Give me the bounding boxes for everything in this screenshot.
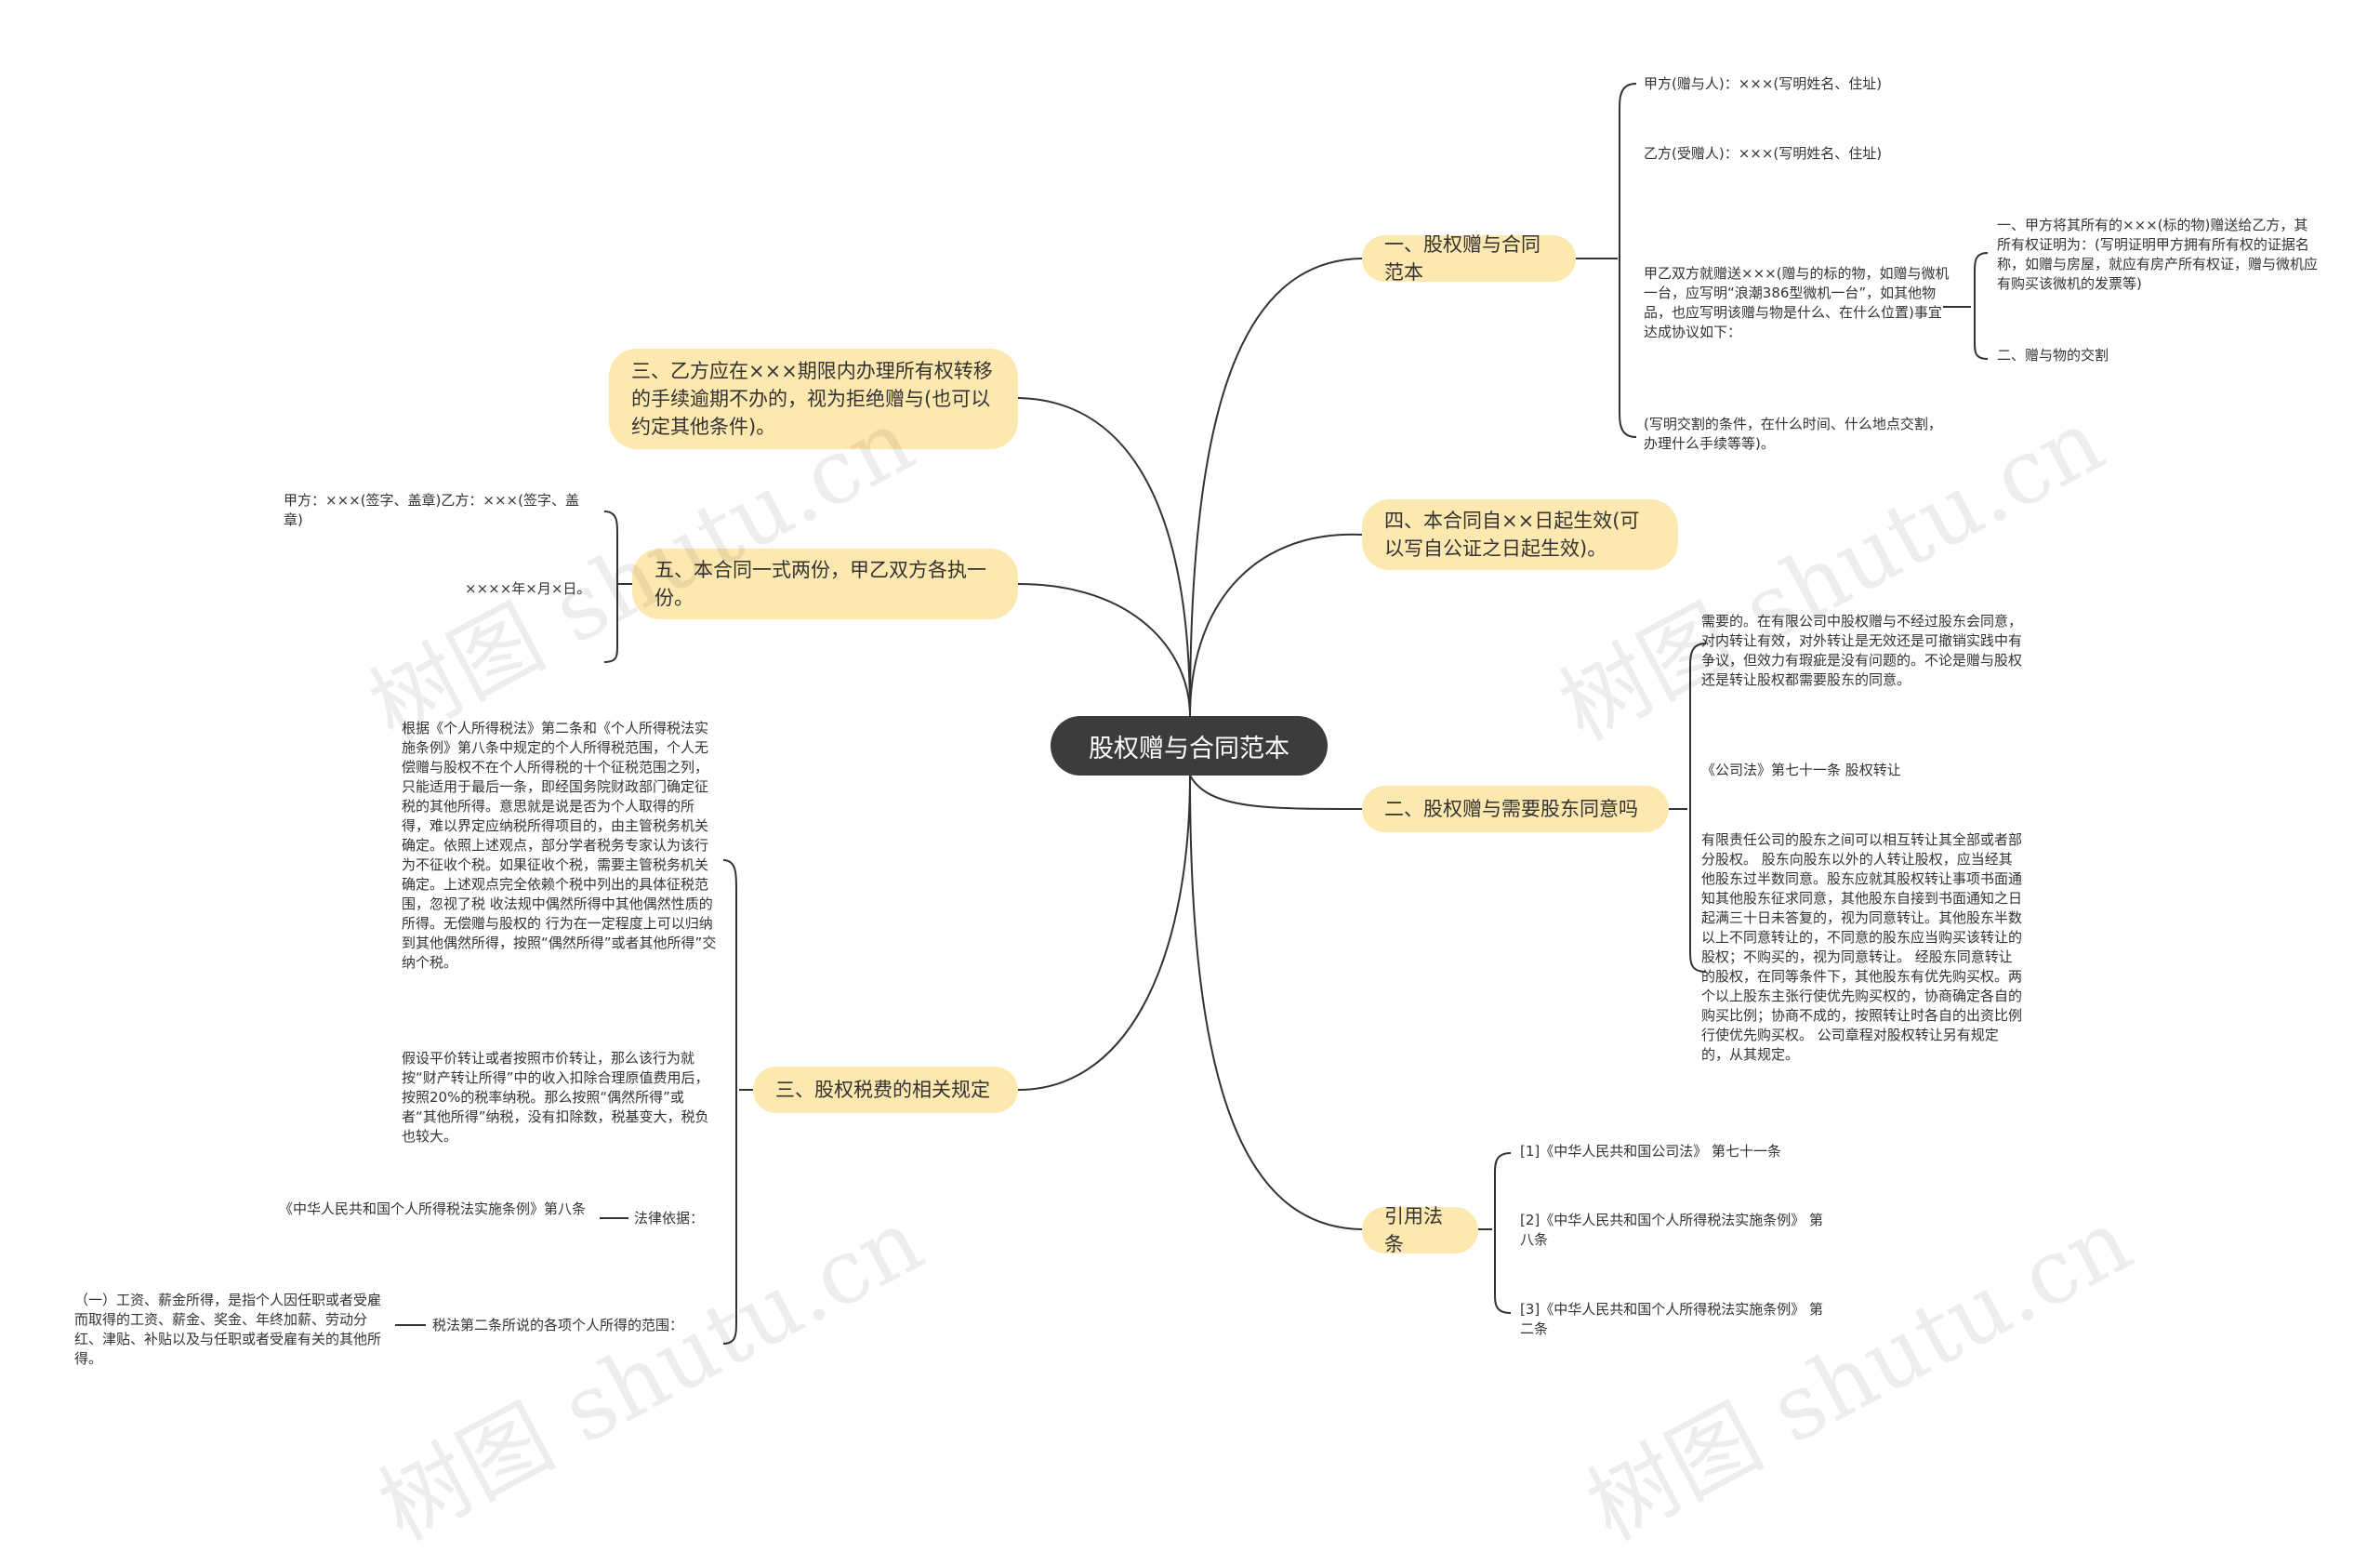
root-topic[interactable]: 股权赠与合同范本 xyxy=(1051,716,1328,776)
leaf-cite-1: [1]《中华人民共和国公司法》 第七十一条 xyxy=(1520,1143,1782,1160)
bracket-b7 xyxy=(722,859,737,1345)
branch-cited-law[interactable]: 引用法条 xyxy=(1362,1205,1478,1255)
leaf-cite-3: [3]《中华人民共和国个人所得税法实施条例》 第二条 xyxy=(1520,1301,1824,1337)
leaf-legal-basis: 法律依据： xyxy=(634,1210,705,1227)
bracket-b3 xyxy=(1689,643,1707,973)
branch-shareholder-consent[interactable]: 二、股权赠与需要股东同意吗 xyxy=(1362,786,1669,832)
branch-tax-rules[interactable]: 三、股权税费的相关规定 xyxy=(753,1067,1018,1113)
branch-effective-date[interactable]: 四、本合同自××日起生效(可以写自公证之日起生效)。 xyxy=(1362,499,1678,570)
leaf-tax-transfer: 假设平价转让或者按照市价转让，那么该行为就按“财产转让所得”中的收入扣除合理原值… xyxy=(402,1050,709,1145)
leaf-tax-regulation: 《中华人民共和国个人所得税法实施条例》第八条 xyxy=(279,1200,587,1217)
edge-root-b6 xyxy=(1017,583,1191,717)
leaf-delivery-terms: (写明交割的条件，在什么时间、什么地点交割，办理什么手续等等)。 xyxy=(1644,416,1942,452)
leaf-company-law-71: 《公司法》第七十一条 股权转让 xyxy=(1701,762,1901,778)
leaf-cite-2: [2]《中华人民共和国个人所得税法实施条例》 第八条 xyxy=(1520,1212,1824,1248)
edge-root-b4 xyxy=(1189,775,1363,1230)
leaf-transfer-rules: 有限责任公司的股东之间可以相互转让其全部或者部分股权。 股东向股东以外的人转让股… xyxy=(1701,831,2023,1063)
leaf-income-scope: 税法第二条所说的各项个人所得的范围： xyxy=(432,1317,684,1333)
leaf-date: ××××年×月×日。 xyxy=(465,580,591,597)
edge-root-b2 xyxy=(1189,533,1363,717)
leaf-delivery: 二、赠与物的交割 xyxy=(1997,347,2109,364)
leaf-consent-needed: 需要的。在有限公司中股权赠与不经过股东会同意，对内转让有效，对外转让是无效还是可… xyxy=(1701,613,2023,688)
edge-root-b7 xyxy=(1017,775,1191,1091)
leaf-party-a: 甲方(赠与人)：×××(写明姓名、住址) xyxy=(1644,75,1883,92)
leaf-wages: （一）工资、薪金所得，是指个人因任职或者受雇而取得的工资、薪金、奖金、年终加薪、… xyxy=(74,1292,382,1367)
leaf-agreement: 甲乙双方就赠送×××(赠与的标的物，如赠与微机一台，应写明“浪潮386型微机一台… xyxy=(1644,265,1950,340)
leaf-signatures: 甲方：×××(签字、盖章)乙方：×××(签字、盖章) xyxy=(284,492,579,528)
branch-gift-contract-template[interactable]: 一、股权赠与合同范本 xyxy=(1362,233,1576,284)
edge-root-b1 xyxy=(1189,258,1363,717)
edge-root-b5 xyxy=(1017,397,1191,717)
mindmap-connectors xyxy=(395,83,1989,1345)
leaf-party-b: 乙方(受赠人)：×××(写明姓名、住址) xyxy=(1644,145,1883,162)
bracket-b1-3 xyxy=(1974,252,1989,360)
leaf-ownership-proof: 一、甲方将其所有的×××(标的物)赠送给乙方，其所有权证明为：(写明证明甲方拥有… xyxy=(1997,217,2319,292)
bracket-b6 xyxy=(603,511,618,663)
bracket-b1 xyxy=(1619,83,1637,438)
bracket-b4 xyxy=(1494,1152,1512,1314)
branch-transfer-deadline[interactable]: 三、乙方应在×××期限内办理所有权转移的手续逾期不办的，视为拒绝赠与(也可以约定… xyxy=(609,349,1018,449)
leaf-tax-analysis: 根据《个人所得税法》第二条和《个人所得税法实施条例》第八条中规定的个人所得税范围… xyxy=(402,720,717,971)
branch-two-copies[interactable]: 五、本合同一式两份，甲乙双方各执一份。 xyxy=(632,549,1018,619)
edge-root-b3 xyxy=(1189,775,1363,810)
